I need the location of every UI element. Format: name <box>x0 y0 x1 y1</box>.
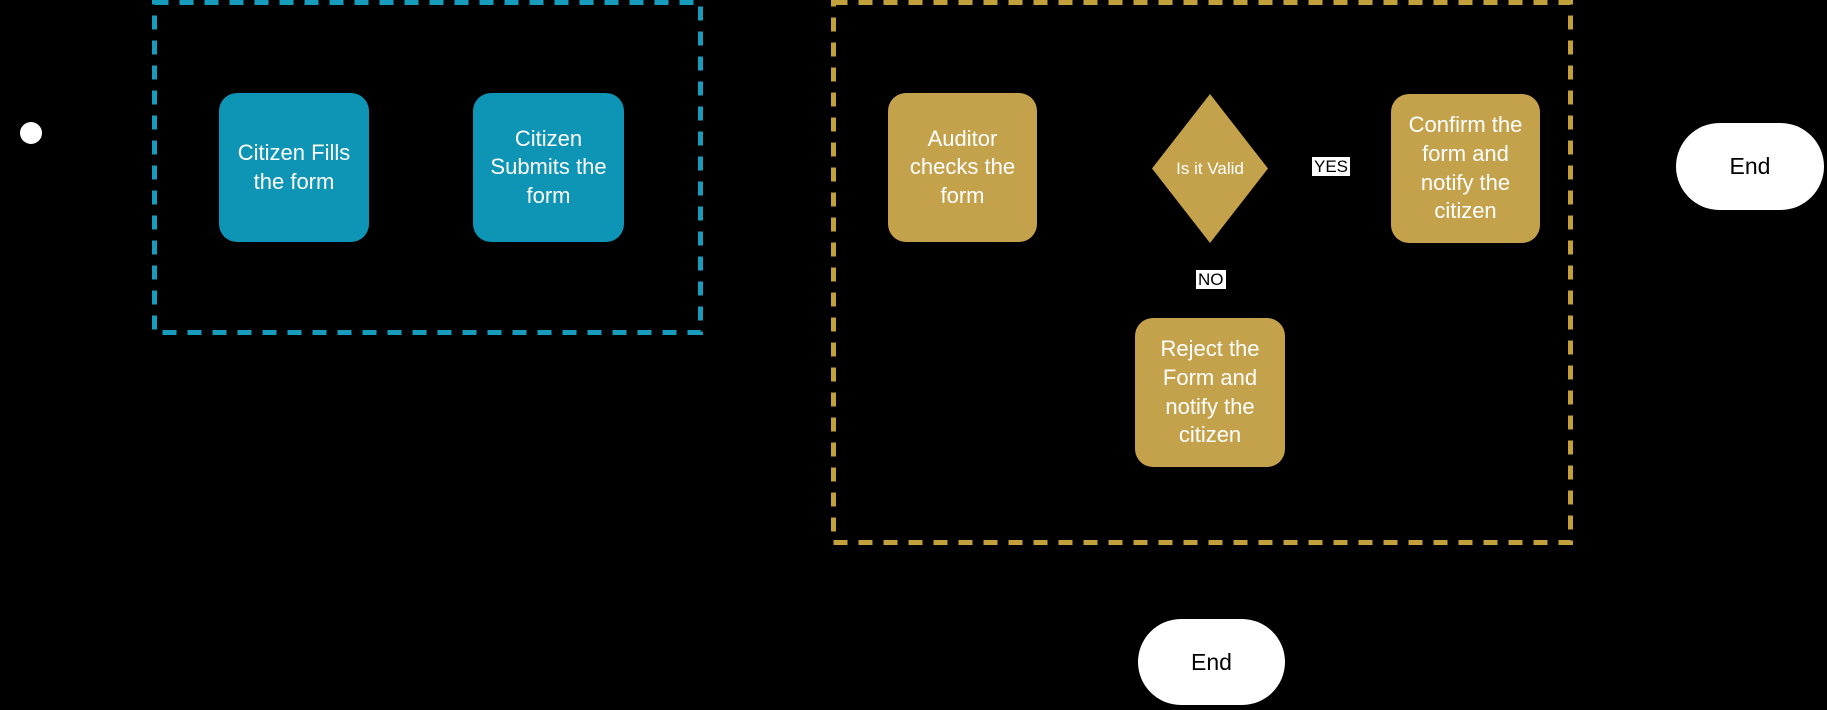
citizen-lane <box>152 0 703 335</box>
auditor-lane <box>831 0 1573 545</box>
reject-form-node: Reject the Form and notify the citizen <box>1135 318 1285 467</box>
end-node-right: End <box>1676 123 1824 210</box>
end-node-bottom: End <box>1138 619 1285 705</box>
yes-edge-label: YES <box>1312 157 1351 176</box>
citizen-submits-form-node: Citizen Submits the form <box>473 93 624 242</box>
auditor-checks-form-node: Auditor checks the form <box>888 93 1037 242</box>
confirm-form-node: Confirm the form and notify the citizen <box>1391 94 1540 243</box>
citizen-fills-form-node: Citizen Fills the form <box>219 93 369 242</box>
start-node <box>20 122 42 144</box>
no-edge-label: NO <box>1196 270 1226 289</box>
